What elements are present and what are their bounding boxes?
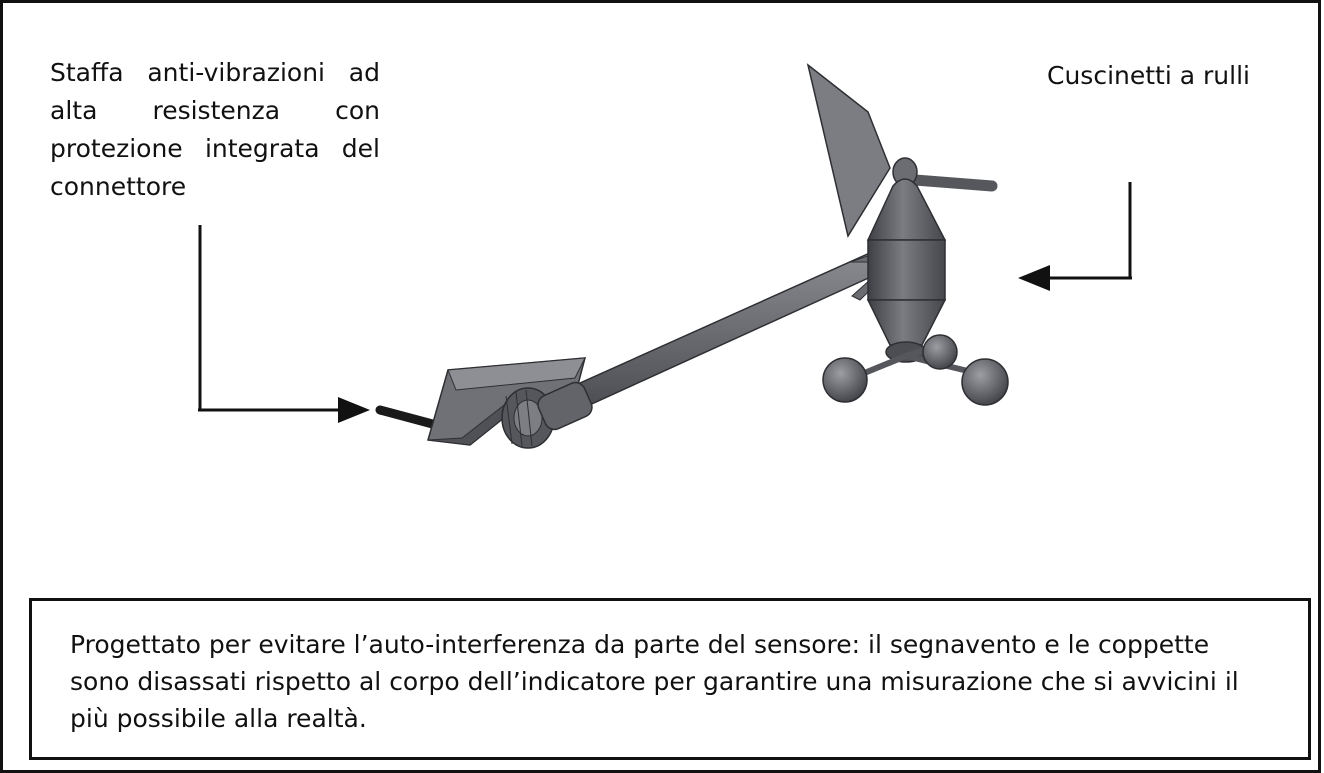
bearings-label: Cuscinetti a rulli	[1047, 61, 1250, 90]
bracket-pointer-arrow	[198, 225, 370, 423]
caption-box: Progettato per evitare l’auto-interferen…	[29, 598, 1311, 760]
caption-text: Progettato per evitare l’auto-interferen…	[70, 630, 1239, 733]
wind-sensor-illustration	[375, 63, 1009, 449]
bracket-label: Staffa anti-vibrazioni ad alta resistenz…	[50, 58, 380, 201]
bearings-pointer-arrow	[1018, 182, 1132, 291]
